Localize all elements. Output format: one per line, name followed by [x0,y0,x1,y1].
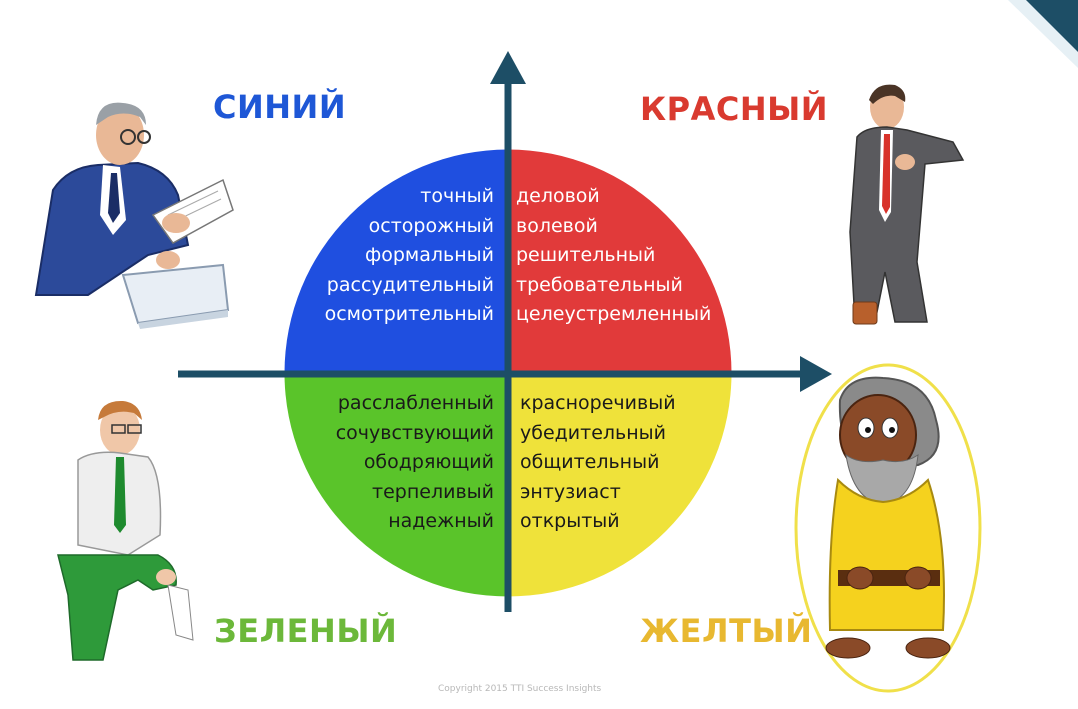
trait-word: волевой [516,214,598,237]
trait-word: рассудительный [326,273,494,296]
trait-word: ободряющий [363,451,494,474]
trait-word: надежный [388,510,494,533]
trait-word: осмотрительный [324,303,494,326]
trait-word: расслабленный [337,392,494,414]
trait-word: целеустремленный [516,303,712,326]
trait-word: открытый [520,510,620,533]
yellow-traits-list: красноречивый убедительный общительный э… [520,389,676,537]
vertical-axis-arrow [490,51,526,84]
blue-type-man-illustration [34,102,234,329]
green-type-man-illustration [57,400,194,661]
trait-word: формальный [364,244,494,267]
red-traits-list: деловой волевой решительный требовательн… [516,182,711,330]
label-red: КРАСНЫЙ [640,90,829,128]
copyright-text: Copyright 2015 TTI Success Insights [438,684,602,694]
horizontal-axis-arrow [800,356,832,392]
label-green: ЗЕЛЕНЫЙ [214,612,398,650]
trait-word: энтузиаст [520,480,621,503]
trait-word: решительный [516,244,656,267]
quadrant-yellow [508,373,732,597]
corner-accent [1008,0,1078,68]
quadrant-red [508,149,732,373]
label-yellow: ЖЕЛТЫЙ [640,612,813,650]
trait-word: деловой [516,185,600,207]
trait-word: общительный [520,451,660,474]
trait-word: красноречивый [520,392,676,414]
trait-word: требовательный [516,273,683,296]
trait-word: точный [420,185,494,207]
yellow-type-character-illustration [794,363,982,693]
quadrant-blue [284,149,508,373]
trait-word: осторожный [368,214,494,237]
blue-traits-list: точный осторожный формальный рассудитель… [325,182,494,330]
trait-word: сочувствующий [335,421,494,444]
green-traits-list: расслабленный сочувствующий ободряющий т… [336,389,494,537]
trait-word: терпеливый [372,480,494,503]
trait-word: убедительный [520,421,667,444]
quadrant-green [284,373,508,597]
red-type-man-illustration [849,84,965,325]
label-blue: СИНИЙ [213,88,347,126]
